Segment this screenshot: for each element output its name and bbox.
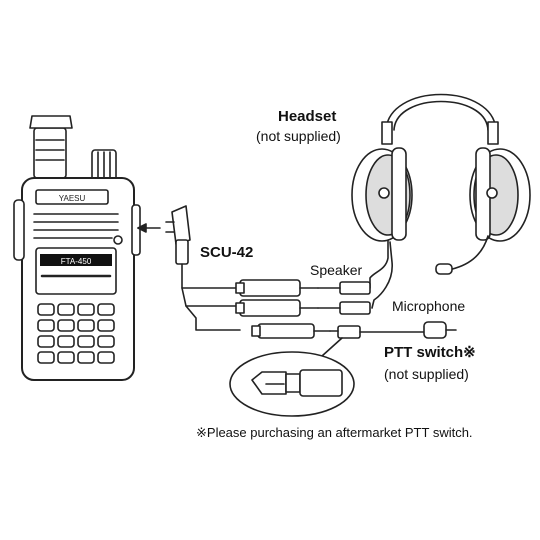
keypad-button <box>37 319 55 332</box>
keypad-button <box>97 335 115 348</box>
keypad-button <box>37 303 55 316</box>
keypad-button <box>57 351 75 364</box>
ptt-title: PTT switch※ <box>384 344 476 361</box>
footnote: ※Please purchasing an aftermarket PTT sw… <box>196 425 473 440</box>
keypad-button <box>57 335 75 348</box>
headset-title: Headset <box>278 108 337 125</box>
keypad-button <box>97 319 115 332</box>
arrow-icon <box>137 223 161 233</box>
keypad-button <box>77 319 95 332</box>
microphone-label: Microphone <box>392 298 466 314</box>
adapter-cable-icon <box>165 205 331 339</box>
keypad-button <box>97 303 115 316</box>
ptt-switch-icon <box>229 321 457 417</box>
keypad-button <box>57 319 75 332</box>
ptt-note: (not supplied) <box>384 366 469 382</box>
keypad-button <box>77 335 95 348</box>
radio-display: FTA-450 <box>61 257 92 266</box>
keypad-button <box>57 303 75 316</box>
headset-icon <box>317 93 531 315</box>
radio-keypad <box>37 303 115 364</box>
headset-note: (not supplied) <box>256 128 341 144</box>
keypad-button <box>77 303 95 316</box>
adapter-model-label: SCU-42 <box>200 244 254 261</box>
keypad-button <box>37 351 55 364</box>
keypad-button <box>77 351 95 364</box>
keypad-button <box>97 351 115 364</box>
radio-brand: YAESU <box>59 194 86 203</box>
speaker-label: Speaker <box>310 262 363 278</box>
keypad-button <box>37 335 55 348</box>
radio-icon: YAESU FTA-450 <box>13 115 141 381</box>
